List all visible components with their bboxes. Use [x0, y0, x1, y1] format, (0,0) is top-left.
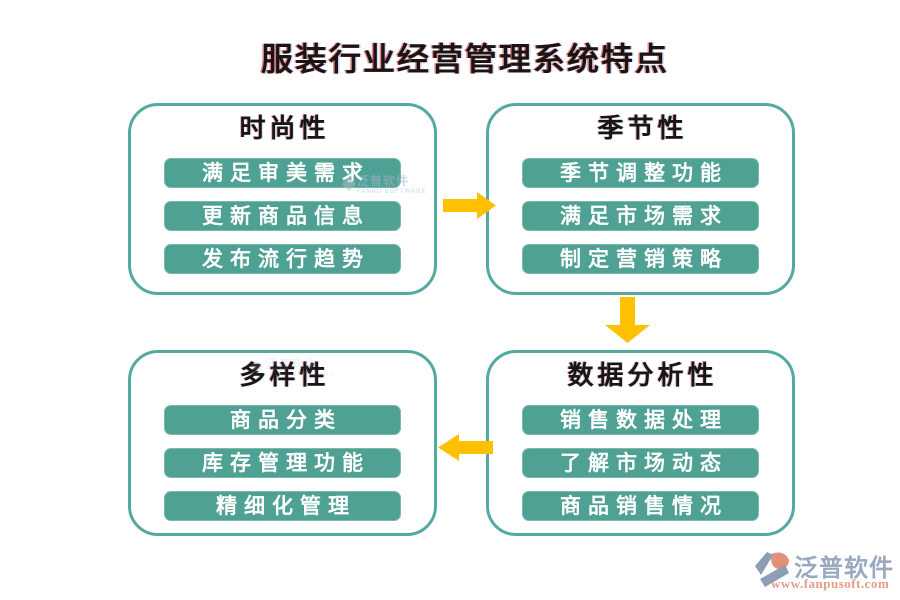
feature-box-title: 季节性	[597, 114, 688, 143]
arrow-right-icon	[443, 192, 496, 219]
feature-item: 销售数据处理	[522, 405, 759, 435]
fanpu-logo: 泛普软件 www.fanpusoft.com	[750, 547, 895, 595]
feature-item: 了解市场动态	[522, 448, 759, 478]
arrow-down-icon	[605, 297, 650, 343]
fanpu-logo-url: www.fanpusoft.com	[771, 576, 890, 591]
feature-item: 商品销售情况	[522, 491, 759, 521]
feature-box-data-analysis: 数据分析性 销售数据处理 了解市场动态 商品销售情况	[486, 350, 795, 536]
feature-item: 发布流行趋势	[164, 244, 401, 274]
feature-box-diversity: 多样性 商品分类 库存管理功能 精细化管理	[128, 350, 437, 536]
page-title: 服装行业经营管理系统特点	[260, 41, 669, 77]
fanpu-logo-name: 泛普软件	[794, 556, 894, 582]
feature-item: 更新商品信息	[164, 201, 401, 231]
feature-item: 精细化管理	[164, 491, 401, 521]
fanpu-logo-icon	[752, 550, 792, 595]
feature-item: 商品分类	[164, 405, 401, 435]
feature-item: 制定营销策略	[522, 244, 759, 274]
feature-box-fashion: 时尚性 满足审美需求 更新商品信息 发布流行趋势	[128, 103, 437, 295]
feature-box-title: 数据分析性	[567, 361, 718, 390]
feature-item: 库存管理功能	[164, 448, 401, 478]
feature-item: 满足审美需求	[164, 158, 401, 188]
feature-item: 满足市场需求	[522, 201, 759, 231]
feature-box-title: 时尚性	[239, 114, 330, 143]
feature-item: 季节调整功能	[522, 158, 759, 188]
arrow-left-icon	[438, 434, 493, 461]
feature-box-seasonal: 季节性 季节调整功能 满足市场需求 制定营销策略	[486, 103, 795, 295]
feature-box-title: 多样性	[239, 361, 330, 390]
